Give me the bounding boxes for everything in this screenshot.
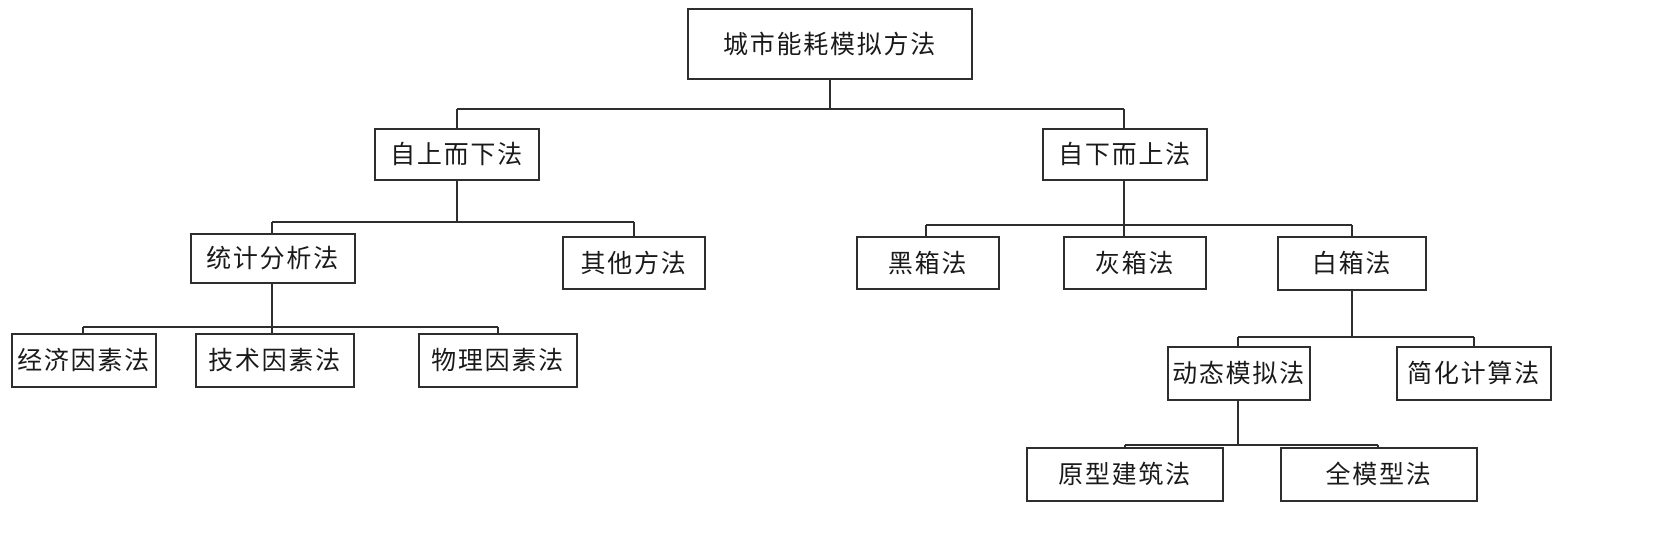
node-prototype-building-label: 原型建筑法 [1058, 460, 1192, 489]
node-simplified-calc[interactable]: 简化计算法 [1396, 346, 1552, 401]
node-dynamic-sim-label: 动态模拟法 [1172, 359, 1306, 388]
node-technical-factor[interactable]: 技术因素法 [195, 333, 355, 388]
node-simplified-calc-label: 简化计算法 [1407, 359, 1541, 388]
node-other-methods[interactable]: 其他方法 [562, 236, 706, 290]
node-physical-factor[interactable]: 物理因素法 [418, 333, 578, 388]
node-black-box-label: 黑箱法 [887, 248, 969, 278]
node-stat-analysis[interactable]: 统计分析法 [190, 233, 356, 284]
node-full-model[interactable]: 全模型法 [1280, 447, 1478, 502]
node-black-box[interactable]: 黑箱法 [856, 236, 1000, 290]
node-economic-factor-label: 经济因素法 [17, 346, 151, 375]
node-physical-factor-label: 物理因素法 [431, 346, 565, 375]
node-prototype-building[interactable]: 原型建筑法 [1026, 447, 1224, 502]
node-root[interactable]: 城市能耗模拟方法 [687, 8, 973, 80]
node-full-model-label: 全模型法 [1325, 460, 1433, 489]
node-dynamic-sim[interactable]: 动态模拟法 [1167, 346, 1311, 401]
node-bottom-up[interactable]: 自下而上法 [1042, 128, 1208, 181]
node-top-down-label: 自上而下法 [390, 140, 524, 169]
node-other-methods-label: 其他方法 [580, 248, 688, 278]
node-white-box-label: 白箱法 [1311, 249, 1393, 278]
node-top-down[interactable]: 自上而下法 [374, 128, 540, 181]
node-stat-analysis-label: 统计分析法 [206, 244, 340, 273]
node-gray-box-label: 灰箱法 [1094, 248, 1176, 278]
node-technical-factor-label: 技术因素法 [208, 346, 342, 375]
node-bottom-up-label: 自下而上法 [1058, 140, 1192, 169]
node-white-box[interactable]: 白箱法 [1277, 236, 1427, 291]
node-economic-factor[interactable]: 经济因素法 [11, 333, 157, 388]
node-gray-box[interactable]: 灰箱法 [1063, 236, 1207, 290]
node-root-label: 城市能耗模拟方法 [722, 29, 937, 59]
